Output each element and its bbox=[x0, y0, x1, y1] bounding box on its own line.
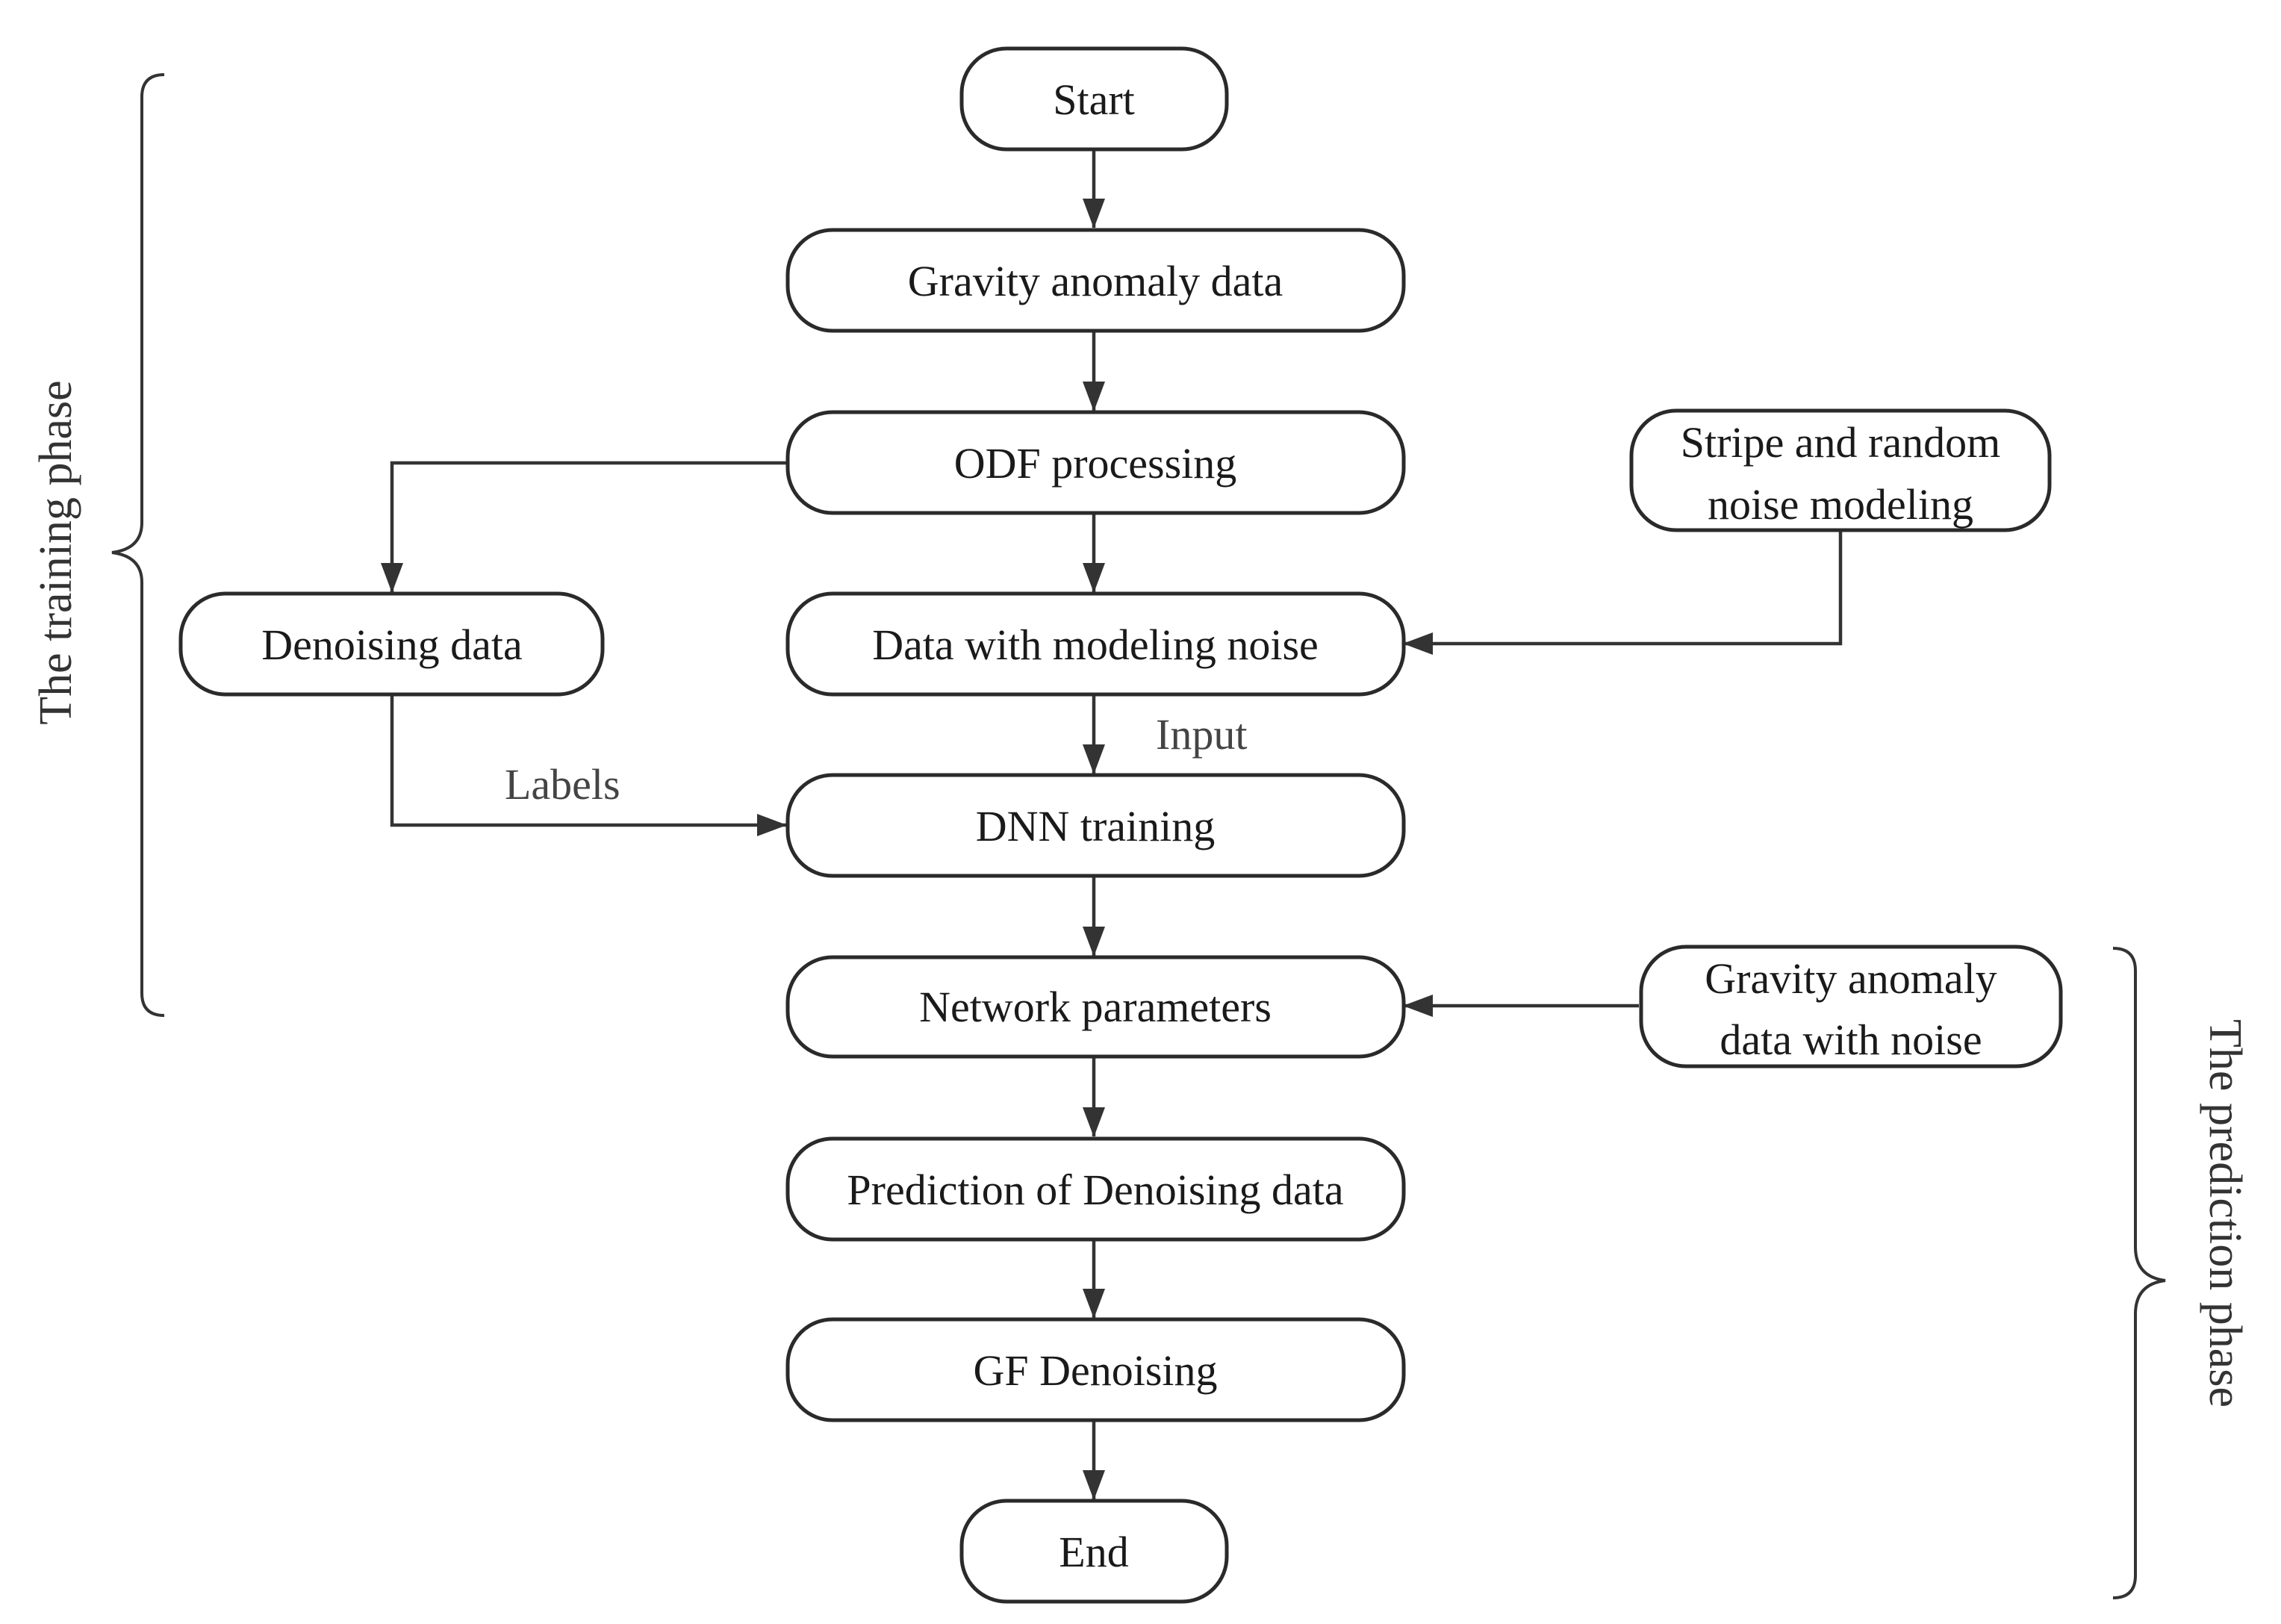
node-prediction-of-denoising-data: Prediction of Denoising data bbox=[785, 1136, 1406, 1242]
node-gravity-anomaly-data-label: Gravity anomaly data bbox=[908, 257, 1283, 305]
edge-denoising-to-dnn bbox=[390, 694, 787, 836]
node-gravity-anomaly-with-noise: Gravity anomaly data with noise bbox=[1639, 945, 2063, 1068]
prediction-phase-label: The prediction phase bbox=[2200, 1019, 2250, 1407]
edge-stripe-to-noise-data bbox=[1403, 530, 1843, 655]
node-denoising-data-label: Denoising data bbox=[261, 620, 523, 669]
edge-odf-to-denoising bbox=[381, 461, 788, 593]
node-end: End bbox=[959, 1499, 1229, 1604]
node-dnn-training-label: DNN training bbox=[976, 802, 1216, 850]
node-stripe-noise-line2: noise modeling bbox=[1708, 480, 1973, 529]
node-gravity-noise-line2: data with noise bbox=[1720, 1015, 1982, 1064]
node-gravity-noise-line1: Gravity anomaly bbox=[1705, 954, 1997, 1003]
node-denoising-data: Denoising data bbox=[178, 591, 605, 697]
node-gf-denoising-label: GF Denoising bbox=[973, 1346, 1217, 1395]
node-stripe-noise-modeling: Stripe and random noise modeling bbox=[1629, 408, 2052, 532]
node-data-with-modeling-noise: Data with modeling noise bbox=[785, 591, 1406, 697]
node-start: Start bbox=[959, 46, 1229, 152]
node-data-with-modeling-noise-label: Data with modeling noise bbox=[872, 620, 1319, 669]
node-end-label: End bbox=[1059, 1528, 1128, 1576]
node-gravity-anomaly-data: Gravity anomaly data bbox=[785, 228, 1406, 333]
labels-edge-label: Labels bbox=[505, 760, 620, 809]
node-network-parameters: Network parameters bbox=[785, 955, 1406, 1059]
node-network-parameters-label: Network parameters bbox=[919, 983, 1272, 1031]
node-start-label: Start bbox=[1053, 75, 1135, 124]
node-odf-processing: ODF processing bbox=[785, 410, 1406, 515]
node-dnn-training: DNN training bbox=[785, 773, 1406, 878]
node-odf-processing-label: ODF processing bbox=[954, 439, 1237, 488]
training-phase-brace bbox=[111, 73, 165, 1017]
prediction-phase-brace bbox=[2112, 947, 2166, 1599]
input-edge-label: Input bbox=[1156, 710, 1247, 759]
node-prediction-label: Prediction of Denoising data bbox=[847, 1166, 1343, 1214]
node-gf-denoising: GF Denoising bbox=[785, 1317, 1406, 1422]
training-phase-label: The training phase bbox=[31, 380, 81, 724]
node-stripe-noise-line1: Stripe and random bbox=[1681, 418, 2000, 467]
